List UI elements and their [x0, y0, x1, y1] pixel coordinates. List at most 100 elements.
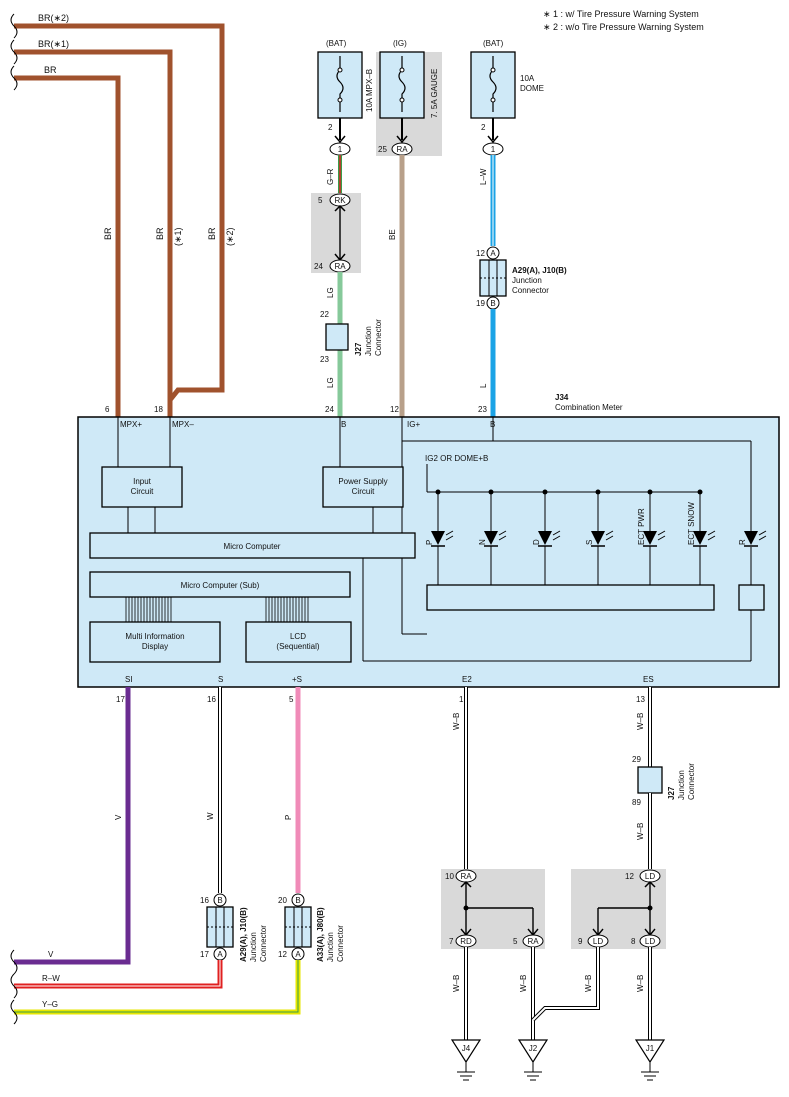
led-label: N — [478, 539, 487, 545]
led-p: P — [425, 489, 454, 585]
vlabel-br1-a: BR — [155, 227, 165, 240]
j27-top-desc2: Connector — [374, 319, 383, 356]
j27-top-pin-top: 22 — [320, 310, 329, 319]
a29-bottom-pin-a: 17 — [200, 950, 209, 959]
led-label: D — [532, 539, 541, 545]
ld-top-conn: LD — [645, 872, 655, 881]
wire-label-lg1: LG — [326, 287, 335, 298]
micro-computer-label: Micro Computer — [224, 542, 281, 551]
led-d: D — [532, 489, 561, 585]
meter-pin-13: 13 — [636, 695, 645, 704]
term-e2: E2 — [462, 675, 472, 684]
led-label: P — [425, 540, 434, 545]
note-1: ∗ 1 : w/ Tire Pressure Warning System — [543, 9, 699, 19]
j27-top-code: J27 — [354, 342, 363, 356]
term-s: S — [218, 675, 223, 684]
ig2-dome-label: IG2 OR DOME+B — [425, 454, 488, 463]
conn-dome-label: 1 — [491, 145, 496, 154]
led-driver-block — [426, 584, 715, 611]
wire-label-br1: BR(∗1) — [38, 39, 69, 49]
micro-computer-sub — [89, 571, 351, 598]
fuse-dome-source: (BAT) — [483, 39, 504, 48]
fuse-dome-name-b: DOME — [520, 84, 544, 93]
j27-top-pin-bot: 23 — [320, 355, 329, 364]
br1-wire — [14, 49, 173, 418]
bwire-left-v: V — [48, 950, 54, 959]
bwire-label-wb6: W–B — [584, 975, 593, 992]
wire-label-be: BE — [388, 229, 397, 240]
conn-gauge-label: RA — [396, 145, 408, 154]
term-es: ES — [643, 675, 654, 684]
power-supply-circuit — [322, 466, 404, 508]
break-marks-bottom — [10, 949, 18, 1025]
a29-top-code: A29(A), J10(B) — [512, 266, 567, 275]
bus-lines — [125, 597, 309, 622]
ra-top-conn: RA — [460, 872, 472, 881]
input-circuit-label-a: Input — [133, 477, 152, 486]
wire-v — [14, 687, 131, 965]
ra-top-pin: 10 — [445, 872, 454, 881]
j27-bottom-desc2: Connector — [687, 763, 696, 800]
rk-bot-conn: RA — [334, 262, 346, 271]
led-ect-snow: ECT SNOW — [687, 489, 716, 585]
fuse-dome-name-a: 10A — [520, 74, 535, 83]
meter-internal-wiring — [117, 417, 752, 662]
r-driver-block — [738, 584, 765, 611]
meter-pin-6: 6 — [105, 405, 110, 414]
meter-pin-1: 1 — [459, 695, 464, 704]
term-mpx-minus: MPX– — [172, 420, 194, 429]
wire-ld-to-j2 — [531, 947, 600, 1022]
fuse-mpx-symbol — [336, 56, 344, 112]
a33-conn-b: B — [295, 896, 300, 905]
bwire-label-wb7: W–B — [636, 975, 645, 992]
bwire-left-rw: R–W — [42, 974, 60, 983]
term-b1: B — [341, 420, 346, 429]
j27-bottom-code: J27 — [667, 786, 676, 800]
a29-top-desc1: Junction — [512, 276, 542, 285]
a29-bottom-pin-b: 16 — [200, 896, 209, 905]
lcd-label-a: LCD — [290, 632, 306, 641]
ground-j1 — [634, 1039, 666, 1081]
wire-label-br: BR — [44, 65, 57, 75]
wire-label-br2: BR(∗2) — [38, 13, 69, 23]
rk-top-pin: 5 — [318, 196, 323, 205]
bwire-label-w: W — [206, 812, 215, 820]
vlabel-br2-a: BR — [207, 227, 217, 240]
bwire-label-v: V — [114, 814, 123, 820]
a29-top-conn-a: A — [490, 249, 496, 258]
vlabel-br2-b: (∗2) — [225, 227, 235, 246]
bwire-left-yg: Y–G — [42, 1000, 58, 1009]
break-marks-top — [10, 13, 18, 91]
a33-pin-b: 20 — [278, 896, 287, 905]
br-wire — [14, 75, 121, 418]
mid-label-b: Display — [142, 642, 168, 651]
a29-top-desc2: Connector — [512, 286, 549, 295]
fuse-mpx-source: (BAT) — [326, 39, 347, 48]
power-supply-label-b: Circuit — [352, 487, 375, 496]
fuse-gauge-symbol — [398, 56, 406, 112]
wire-label-gr: G–R — [326, 168, 335, 185]
bwire-label-wb5: W–B — [636, 823, 645, 840]
a33-desc2: Connector — [336, 925, 345, 962]
fuse-gauge-name: 7. 5A GAUGE — [430, 69, 439, 118]
fuse-dome-symbol — [489, 56, 497, 112]
j27-bottom-pin-bot: 89 — [632, 798, 641, 807]
vlabel-br1-b: (∗1) — [173, 227, 183, 246]
bwire-label-p: P — [284, 815, 293, 820]
bwire-label-wb3: W–B — [519, 975, 528, 992]
j27-top-box — [325, 323, 349, 351]
wire-label-lg2: LG — [326, 377, 335, 388]
wire-label-l: L — [479, 383, 488, 388]
ground-j4-label: J4 — [462, 1044, 471, 1053]
meter-pin-12: 12 — [390, 405, 399, 414]
ra-bl-pin: 7 — [449, 937, 454, 946]
j27-bottom-desc1: Junction — [677, 770, 686, 800]
led-r: R — [738, 441, 767, 547]
a33-pin-a: 12 — [278, 950, 287, 959]
mid-label-a: Multi Information — [125, 632, 184, 641]
lcd-label-b: (Sequential) — [276, 642, 319, 651]
ld-top-pin: 12 — [625, 872, 634, 881]
a29-bottom-conn-b: B — [217, 896, 222, 905]
